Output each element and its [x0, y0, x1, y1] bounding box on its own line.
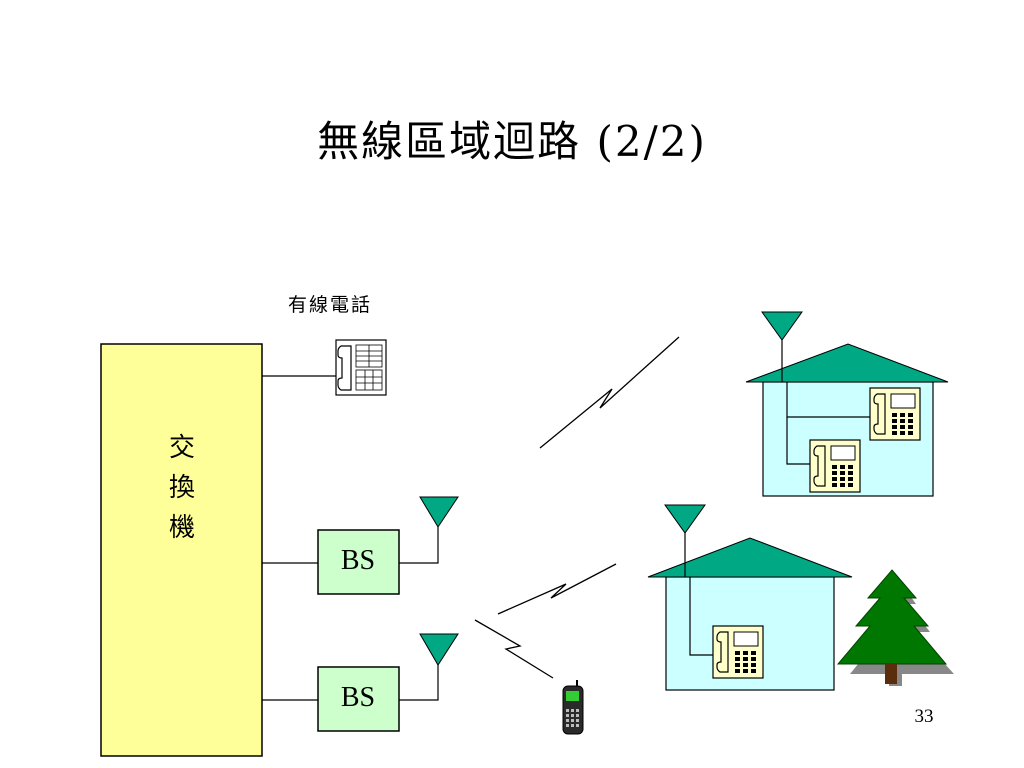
base-station-box-2 — [317, 666, 400, 732]
switch-label: 交 換 機 — [162, 428, 202, 548]
house-2-icon — [647, 504, 853, 691]
bs2-antenna-icon — [399, 633, 459, 701]
pine-tree-icon — [836, 569, 954, 686]
switch-label-char: 換 — [168, 473, 195, 503]
base-station-box-1 — [317, 529, 400, 595]
page-number: 33 — [914, 706, 934, 727]
slide-title: 無線區域迴路 (2/2) — [317, 117, 707, 166]
switch-box — [100, 343, 263, 757]
switch-label-char: 交 — [168, 433, 195, 463]
wired-desk-phone-icon — [335, 339, 387, 396]
lightning-bolt-icon-1 — [539, 336, 680, 449]
base-station-label-1: BS — [340, 545, 376, 576]
house-1-icon — [745, 311, 949, 497]
wired-phone-label: 有線電話 — [288, 294, 373, 316]
switch-label-char: 機 — [168, 513, 195, 543]
base-station-label-2: BS — [340, 682, 376, 713]
mobile-phone-icon — [562, 680, 584, 735]
bs1-antenna-icon — [399, 496, 459, 564]
lightning-bolt-icon-3 — [474, 619, 554, 679]
lightning-bolt-icon-2 — [497, 563, 617, 615]
